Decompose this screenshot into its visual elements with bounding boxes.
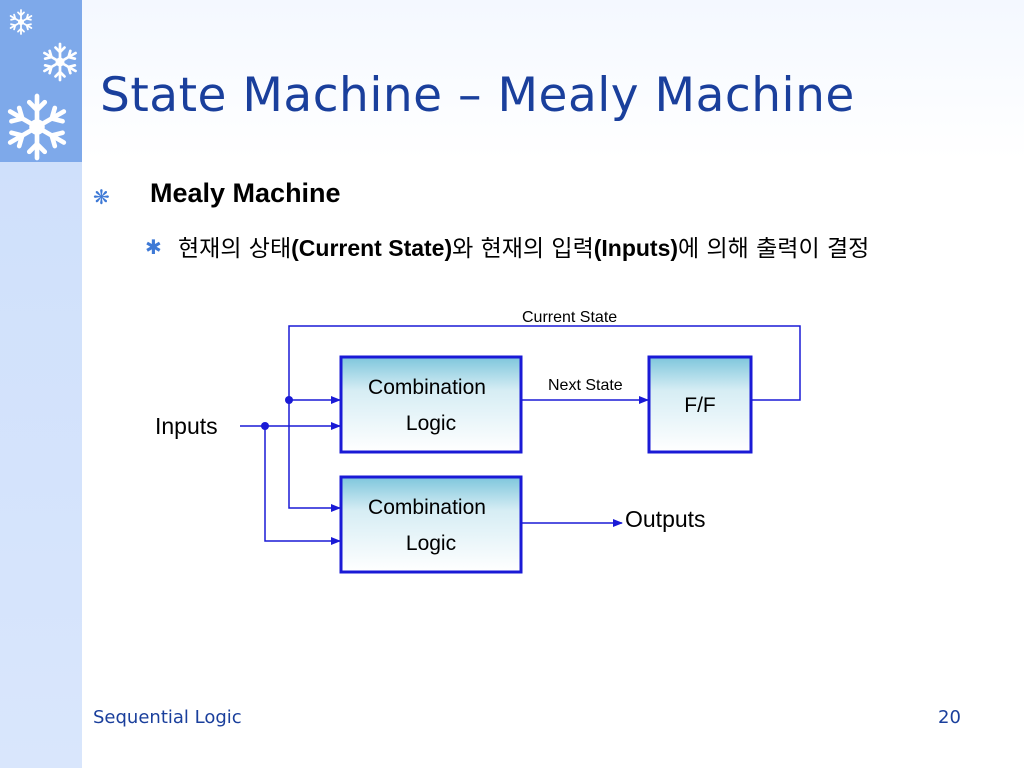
- current-state-branch-wire: [288, 400, 341, 512]
- flip-flop-box: [647, 355, 753, 454]
- bullet-asterisk-icon: ❋: [93, 185, 110, 209]
- state-junction-dot: [285, 396, 293, 404]
- combination-logic-box-1: [339, 355, 523, 454]
- inputs-junction-dot: [261, 422, 269, 430]
- inputs-branch-wire: [264, 426, 341, 545]
- inputs-label: Inputs: [155, 413, 218, 439]
- current-state-label: Current State: [522, 309, 617, 326]
- box1-label-line2: Logic: [406, 412, 456, 435]
- combination-logic-box-2: [339, 475, 523, 574]
- bullet2-text-2: 와 현재의 입력: [452, 236, 594, 262]
- slide-title: State Machine – Mealy Machine: [100, 68, 855, 123]
- title-band: [82, 0, 1024, 160]
- bullet-asterisk-icon: ✱: [145, 235, 162, 259]
- box2-label-line2: Logic: [406, 532, 456, 555]
- bullet-level2: 현재의 상태(Current State)와 현재의 입력(Inputs)에 의…: [178, 228, 958, 269]
- bullet2-text-3: 에 의해 출력이 결정: [678, 236, 870, 262]
- sidebar-header: [0, 0, 82, 162]
- outputs-label: Outputs: [625, 506, 706, 532]
- ff-label: F/F: [684, 394, 716, 417]
- box2-label-line1: Combination: [368, 496, 486, 519]
- box1-label-line1: Combination: [368, 376, 486, 399]
- bullet2-bold-1: (Current State): [291, 235, 453, 261]
- next-state-label: Next State: [548, 377, 623, 394]
- bullet-level1: Mealy Machine: [150, 178, 341, 208]
- current-state-wire: [288, 325, 801, 404]
- bullet2-bold-2: (Inputs): [593, 235, 679, 261]
- bullet2-text-1: 현재의 상태: [178, 236, 292, 262]
- footer-title: Sequential Logic: [93, 707, 242, 728]
- page-number: 20: [938, 707, 961, 728]
